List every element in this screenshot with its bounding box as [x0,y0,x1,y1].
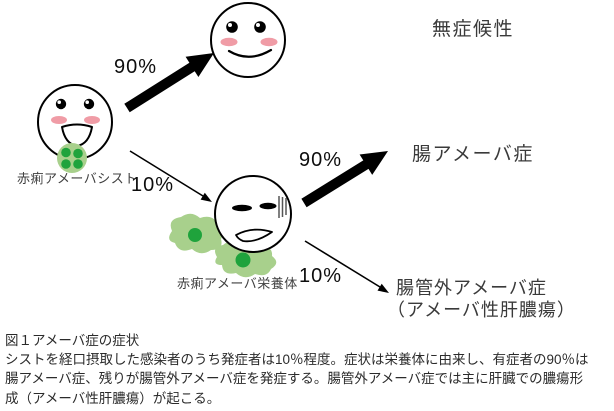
caption-line-2: 腸アメーバ症、残りが腸管外アメーバ症を発症する。腸管外アメーバ症では主に肝臓での… [5,371,584,387]
caption-title: 図１アメーバ症の症状 [5,333,140,348]
trophozoite-icon [169,213,277,278]
pct-90-asymptomatic-label: 90% [114,56,158,78]
thin-arrow-10-trophozoite-icon [129,150,212,202]
gloom-lines-icon [278,196,287,218]
thin-arrow-10-extraintestinal-icon [304,240,389,293]
flow-diagram: 90% 10% 90% 10% 無症候性 腸アメーバ症 腸管外アメーバ症 （アメ… [17,2,576,320]
figure-caption: 図１アメーバ症の症状 シストを経口摂取した感染者のうち発症者は10％程度。症状は… [5,331,614,408]
cyst-stage-label: 赤痢アメーバシスト [17,171,138,186]
diagram-canvas [37,2,389,293]
pct-90-intestinal-label: 90% [299,149,343,171]
outcome-asymptomatic-label: 無症候性 [432,19,515,40]
outcome-intestinal-label: 腸アメーバ症 [412,144,534,165]
caption-line-1: シストを経口摂取した感染者のうち発症者は10％程度。症状は栄養体に由来し、有症者… [5,352,589,368]
trophozoite-stage-label: 赤痢アメーバ栄養体 [177,276,298,291]
sick-face-icon [214,175,292,253]
pct-10-trophozoite-label: 10% [131,174,175,196]
cyst-carrier-face-icon [37,84,113,173]
outcome-extraintestinal-label: 腸管外アメーバ症 [396,278,547,298]
thick-arrow-90-asymptomatic-icon [124,53,214,113]
pct-10-extraintestinal-label: 10% [299,265,343,287]
happy-face-icon [210,2,286,78]
outcome-liver-abscess-label: （アメーバ性肝膿瘍） [387,300,576,320]
thick-arrow-90-intestinal-icon [301,151,388,208]
cyst-icon [57,143,87,173]
caption-line-3: 成（アメーバ性肝膿瘍）が起こる。 [5,390,221,406]
